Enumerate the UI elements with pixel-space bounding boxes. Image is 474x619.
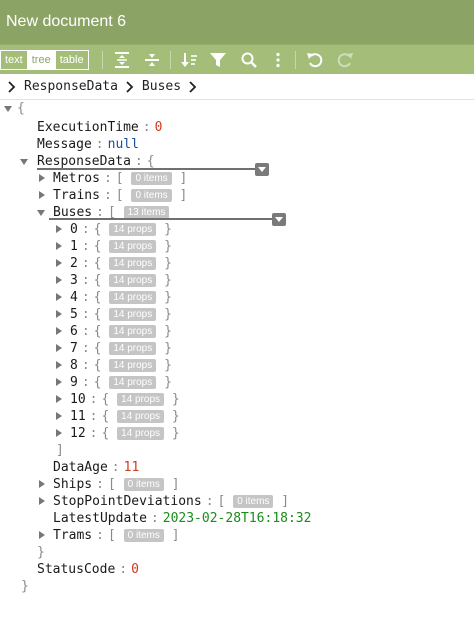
item-count-badge: 0 items: [131, 189, 172, 202]
tree-row-data-age[interactable]: DataAge:11: [53, 460, 140, 475]
props-count-badge: 14 props: [109, 291, 157, 304]
tree-row-response-data[interactable]: ResponseData:{: [37, 154, 155, 169]
expand-triangle-icon[interactable]: [56, 395, 62, 403]
bus-item-row[interactable]: 2:{ 14 props }: [70, 256, 172, 271]
bus-item-row[interactable]: 0:{ 14 props }: [70, 222, 172, 237]
expand-triangle-icon[interactable]: [56, 225, 62, 233]
toolbar-divider: [170, 51, 171, 69]
expand-triangle-icon[interactable]: [39, 174, 45, 182]
tree-row-trams[interactable]: Trams:[ 0 items ]: [53, 528, 180, 543]
expand-triangle-icon[interactable]: [56, 310, 62, 318]
expand-triangle-icon[interactable]: [39, 480, 45, 488]
props-count-badge: 14 props: [109, 308, 157, 321]
tree-row-trains[interactable]: Trains:[ 0 items ]: [53, 188, 188, 203]
tree-row-ships[interactable]: Ships:[ 0 items ]: [53, 477, 180, 492]
mode-tree-button[interactable]: tree: [27, 51, 56, 69]
item-count-badge: 0 items: [123, 529, 164, 542]
redo-icon[interactable]: [334, 49, 356, 71]
props-count-badge: 14 props: [109, 376, 157, 389]
breadcrumb-item-buses[interactable]: Buses: [141, 79, 182, 94]
bus-item-row[interactable]: 9:{ 14 props }: [70, 375, 172, 390]
bus-item-row[interactable]: 10:{ 14 props }: [70, 392, 180, 407]
breadcrumb-item-responsedata[interactable]: ResponseData: [24, 79, 118, 94]
chevron-right-icon[interactable]: [6, 80, 18, 94]
tree-row-message[interactable]: Message:null: [37, 137, 139, 152]
props-count-badge: 14 props: [117, 410, 165, 423]
expand-triangle-icon[interactable]: [39, 531, 45, 539]
expand-triangle-icon[interactable]: [56, 293, 62, 301]
toolbar: text tree table: [0, 44, 474, 74]
expand-triangle-icon[interactable]: [56, 344, 62, 352]
toolbar-divider: [102, 51, 103, 69]
chevron-right-icon: [124, 80, 136, 94]
item-count-badge: 0 items: [123, 478, 164, 491]
chevron-right-icon[interactable]: [187, 80, 199, 94]
tree-row-buses[interactable]: Buses:[ 13 items: [53, 204, 170, 221]
expand-triangle-icon[interactable]: [56, 327, 62, 335]
mode-text-button[interactable]: text: [1, 51, 28, 69]
mode-switcher: text tree table: [0, 50, 89, 70]
expand-triangle-icon[interactable]: [56, 412, 62, 420]
filter-icon[interactable]: [207, 49, 229, 71]
bus-item-row[interactable]: 1:{ 14 props }: [70, 239, 172, 254]
buses-close-bracket: ]: [56, 443, 64, 458]
more-icon[interactable]: [267, 49, 289, 71]
expand-triangle-icon[interactable]: [56, 378, 62, 386]
expand-triangle-icon[interactable]: [39, 191, 45, 199]
undo-icon[interactable]: [304, 49, 326, 71]
bus-item-row[interactable]: 11:{ 14 props }: [70, 409, 180, 424]
collapse-triangle-icon[interactable]: [4, 106, 12, 112]
props-count-badge: 14 props: [109, 257, 157, 270]
props-count-badge: 14 props: [109, 240, 157, 253]
context-menu-button[interactable]: [272, 213, 286, 226]
expand-triangle-icon[interactable]: [56, 259, 62, 267]
bus-item-row[interactable]: 5:{ 14 props }: [70, 307, 172, 322]
item-count-badge: 13 items: [123, 206, 170, 219]
bus-item-row[interactable]: 12:{ 14 props }: [70, 426, 180, 441]
row-highlight-line: [37, 168, 255, 170]
props-count-badge: 14 props: [109, 359, 157, 372]
collapse-all-icon[interactable]: [141, 49, 163, 71]
tree-row-stop-point-deviations[interactable]: StopPointDeviations:[ 0 items ]: [53, 494, 290, 509]
bus-item-row[interactable]: 6:{ 14 props }: [70, 324, 172, 339]
props-count-badge: 14 props: [109, 325, 157, 338]
sort-icon[interactable]: [178, 49, 200, 71]
window-title: New document 6: [0, 0, 474, 44]
props-count-badge: 14 props: [109, 342, 157, 355]
collapse-triangle-icon[interactable]: [37, 210, 45, 216]
bus-item-row[interactable]: 7:{ 14 props }: [70, 341, 172, 356]
search-icon[interactable]: [238, 49, 260, 71]
props-count-badge: 14 props: [117, 393, 165, 406]
tree-row-execution-time[interactable]: ExecutionTime:0: [37, 120, 163, 135]
tree-row-metros[interactable]: Metros:[ 0 items ]: [53, 171, 188, 186]
expand-triangle-icon[interactable]: [56, 242, 62, 250]
root-open-brace: {: [17, 101, 25, 116]
toolbar-divider: [295, 51, 296, 69]
tree-row-latest-update[interactable]: LatestUpdate:2023-02-28T16:18:32: [53, 511, 312, 526]
tree-row-status-code[interactable]: StatusCode:0: [37, 562, 139, 577]
props-count-badge: 14 props: [109, 274, 157, 287]
item-count-badge: 0 items: [131, 172, 172, 185]
item-count-badge: 0 items: [233, 495, 274, 508]
bus-item-row[interactable]: 4:{ 14 props }: [70, 290, 172, 305]
root-close-brace: }: [21, 579, 29, 594]
expand-triangle-icon[interactable]: [56, 361, 62, 369]
context-menu-button[interactable]: [255, 163, 269, 176]
expand-all-icon[interactable]: [111, 49, 133, 71]
bus-item-row[interactable]: 3:{ 14 props }: [70, 273, 172, 288]
expand-triangle-icon[interactable]: [56, 429, 62, 437]
mode-table-button[interactable]: table: [59, 54, 84, 66]
bus-item-row[interactable]: 8:{ 14 props }: [70, 358, 172, 373]
props-count-badge: 14 props: [117, 427, 165, 440]
expand-triangle-icon[interactable]: [39, 497, 45, 505]
response-data-close-brace: }: [37, 545, 45, 560]
collapse-triangle-icon[interactable]: [20, 159, 28, 165]
row-highlight-line: [49, 218, 273, 220]
expand-triangle-icon[interactable]: [56, 276, 62, 284]
breadcrumb: ResponseData Buses: [0, 74, 474, 100]
props-count-badge: 14 props: [109, 223, 157, 236]
